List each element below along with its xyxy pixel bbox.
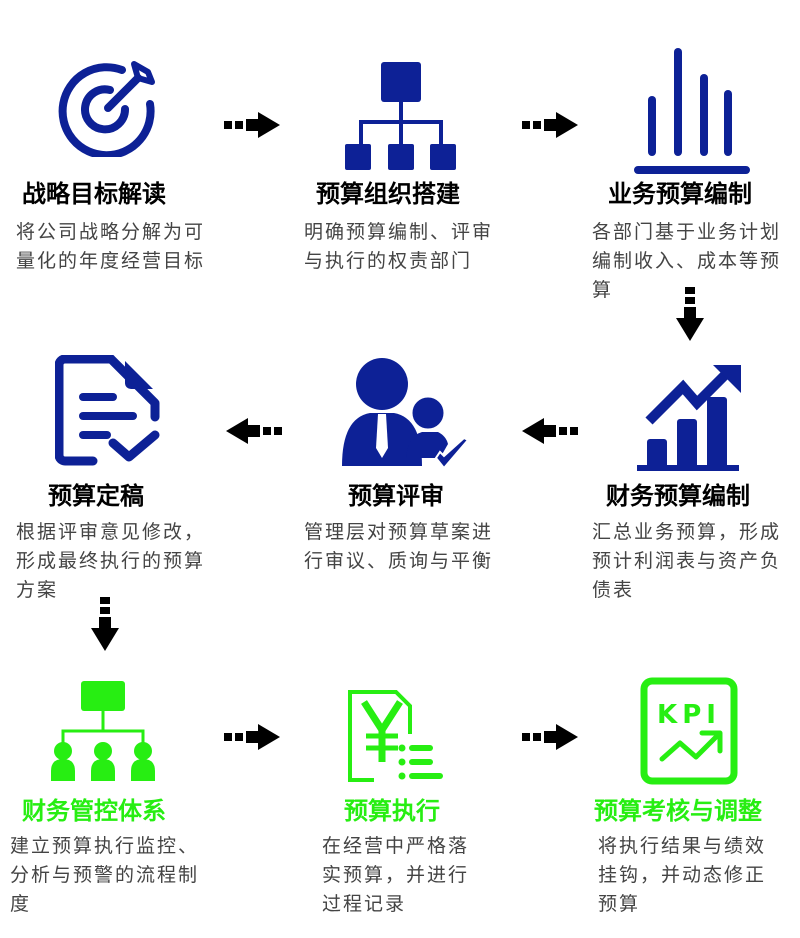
bar-lines-icon [634, 48, 754, 174]
step-desc-3: 各部门基于业务计划编制收入、成本等预算 [592, 221, 782, 301]
arrow-right-icon [224, 724, 282, 754]
arrow-down-icon [91, 597, 119, 657]
step-desc-4: 汇总业务预算，形成预计利润表与资产负债表 [592, 521, 782, 601]
step-title-7: 财务管控体系 [22, 796, 166, 825]
step-desc-2: 明确预算编制、评审与执行的权责部门 [304, 221, 494, 272]
step-title-8: 预算执行 [344, 796, 440, 825]
arrow-right-icon [224, 112, 282, 142]
arrow-left-icon [226, 418, 284, 448]
step-title-5: 预算评审 [348, 481, 444, 510]
arrow-right-icon [522, 112, 580, 142]
step-desc-7: 建立预算执行监控、分析与预警的流程制度 [10, 835, 200, 915]
target-dart-icon [50, 52, 160, 157]
step-desc-5: 管理层对预算草案进行审议、质询与平衡 [304, 521, 494, 572]
arrow-down-icon [676, 287, 704, 347]
step-title-9: 预算考核与调整 [594, 796, 762, 825]
manager-approval-icon [340, 358, 475, 468]
growth-chart-icon [637, 363, 747, 471]
step-desc-9: 将执行结果与绩效挂钩，并动态修正预算 [598, 835, 767, 915]
step-title-1: 战略目标解读 [22, 179, 166, 208]
kpi-label: KPI [657, 700, 721, 730]
step-desc-6: 根据评审意见修改，形成最终执行的预算方案 [16, 521, 206, 601]
step-title-2: 预算组织搭建 [316, 179, 460, 208]
yuan-document-icon [348, 690, 446, 786]
arrow-left-icon [522, 418, 580, 448]
team-hierarchy-icon [50, 681, 160, 781]
step-desc-1: 将公司战略分解为可量化的年度经营目标 [16, 221, 206, 272]
arrow-right-icon [522, 724, 580, 754]
step-title-3: 业务预算编制 [608, 179, 752, 208]
step-title-4: 财务预算编制 [606, 481, 750, 510]
kpi-icon: KPI [640, 677, 740, 785]
step-title-6: 预算定稿 [48, 481, 144, 510]
step-desc-8: 在经营中严格落实预算，并进行过程记录 [322, 835, 470, 915]
org-chart-icon [345, 62, 457, 172]
document-check-icon [55, 355, 163, 470]
